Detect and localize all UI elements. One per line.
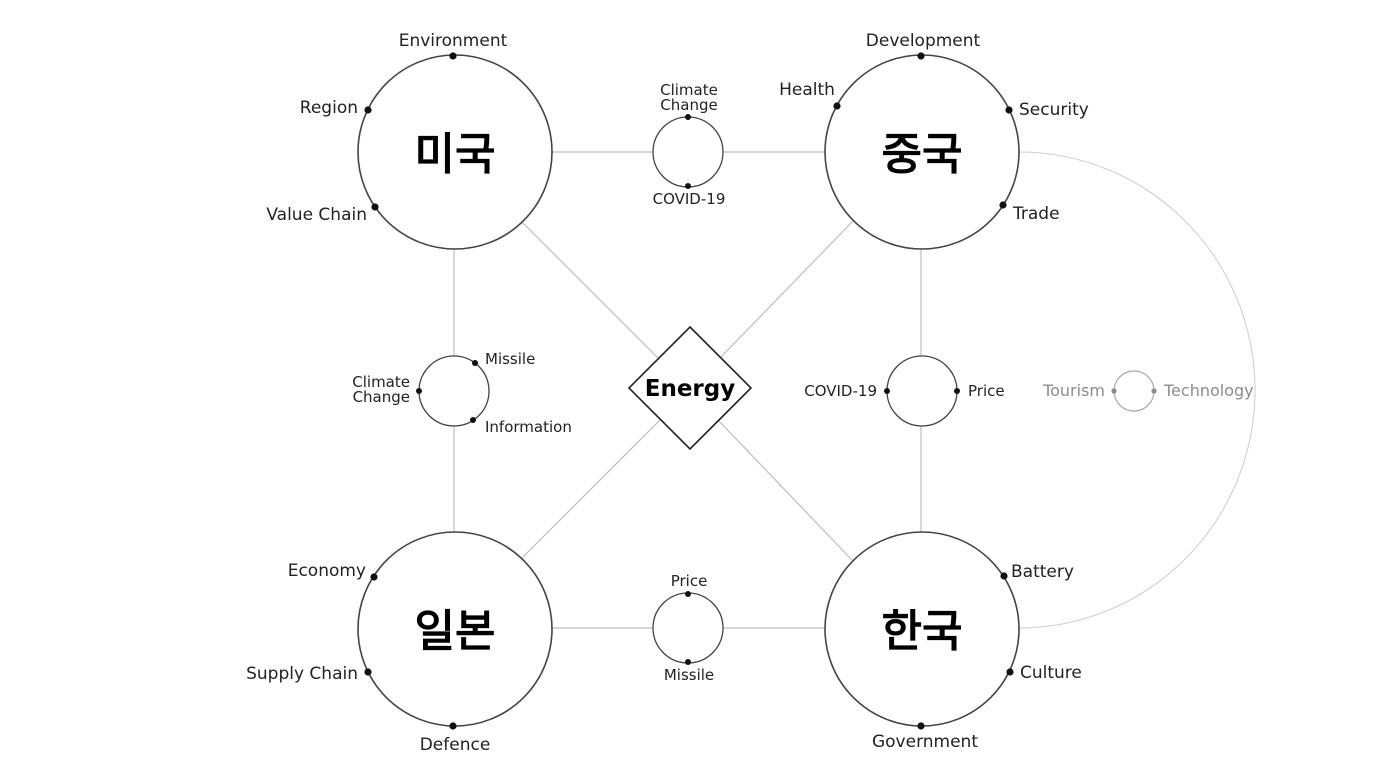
link-usa-china-dot bbox=[685, 114, 691, 120]
japan-name: 일본 bbox=[415, 606, 496, 657]
link-outer-dot bbox=[1151, 388, 1157, 394]
link-japan-korea-topic-price: Price bbox=[671, 572, 708, 590]
link-japan-korea-topic-missile: Missile bbox=[664, 666, 714, 684]
link-china-korea: COVID-19 Price bbox=[804, 355, 1005, 427]
usa-topic-value-chain: Value Chain bbox=[266, 205, 367, 225]
china-topic-trade: Trade bbox=[1012, 204, 1060, 224]
link-usa-japan-circle bbox=[418, 355, 490, 427]
usa-topic-environment: Environment bbox=[399, 31, 508, 51]
link-usa-japan-topic-missile: Missile bbox=[485, 350, 535, 368]
connectors bbox=[453, 151, 1256, 629]
korea-name: 한국 bbox=[882, 606, 963, 657]
link-usa-japan-dot bbox=[472, 360, 478, 366]
usa-topic-dot bbox=[449, 52, 457, 60]
connector-korea-energy bbox=[717, 419, 853, 561]
usa-topic-region: Region bbox=[300, 98, 358, 118]
korea-node: 한국 Battery Culture Government bbox=[824, 531, 1082, 752]
link-china-korea-circle bbox=[886, 355, 958, 427]
japan-node: 일본 Economy Supply Chain Defence bbox=[246, 531, 553, 755]
link-usa-china-topic-climate: Climate bbox=[660, 81, 718, 99]
link-japan-korea: Price Missile bbox=[652, 572, 724, 684]
usa-node: 미국 Environment Region Value Chain bbox=[266, 31, 553, 250]
japan-topic-dot bbox=[449, 722, 457, 730]
link-outer-topic-tourism: Tourism bbox=[1042, 381, 1105, 400]
link-usa-japan-topic-climate: Climate bbox=[352, 373, 410, 391]
china-topic-security: Security bbox=[1019, 100, 1089, 120]
china-topic-dot bbox=[999, 201, 1007, 209]
energy-label: Energy bbox=[645, 376, 735, 402]
link-usa-china: Climate Change COVID-19 bbox=[652, 81, 726, 208]
link-japan-korea-circle bbox=[652, 592, 724, 664]
korea-topic-culture: Culture bbox=[1020, 663, 1082, 683]
link-outer-topic-technology: Technology bbox=[1163, 381, 1254, 400]
japan-topic-dot bbox=[370, 573, 378, 581]
japan-topic-dot bbox=[364, 668, 372, 676]
link-china-korea-topic-price: Price bbox=[968, 382, 1005, 400]
korea-topic-dot bbox=[1000, 572, 1008, 580]
japan-topic-supply-chain: Supply Chain bbox=[246, 664, 358, 684]
usa-name: 미국 bbox=[415, 129, 496, 180]
china-node: 중국 Development Health Security Trade bbox=[779, 31, 1089, 250]
china-topic-dot bbox=[833, 102, 841, 110]
link-usa-china-topic-covid: COVID-19 bbox=[653, 190, 726, 208]
korea-topic-government: Government bbox=[872, 732, 978, 752]
link-usa-japan: Missile Climate Change Information bbox=[352, 350, 572, 436]
link-usa-china-circle bbox=[652, 116, 724, 188]
china-topic-health: Health bbox=[779, 80, 835, 100]
china-topic-dot bbox=[1005, 106, 1013, 114]
link-japan-korea-dot bbox=[685, 591, 691, 597]
link-usa-japan-dot bbox=[416, 388, 422, 394]
korea-topic-dot bbox=[917, 722, 925, 730]
link-usa-japan-dot bbox=[470, 417, 476, 423]
usa-topic-dot bbox=[371, 203, 379, 211]
link-usa-china-dot bbox=[685, 183, 691, 189]
japan-topic-defence: Defence bbox=[420, 735, 491, 755]
link-china-korea-dot bbox=[884, 388, 890, 394]
connector-japan-energy bbox=[521, 419, 661, 559]
link-china-korea-topic-covid: COVID-19 bbox=[804, 382, 877, 400]
usa-topic-dot bbox=[364, 106, 372, 114]
korea-topic-dot bbox=[1006, 668, 1014, 676]
connector-china-korea-outer-arc bbox=[1018, 151, 1256, 629]
korea-topic-battery: Battery bbox=[1011, 562, 1074, 582]
link-china-korea-dot bbox=[954, 388, 960, 394]
link-usa-japan-topic-information: Information bbox=[485, 418, 572, 436]
energy-node: Energy bbox=[627, 325, 753, 451]
link-usa-china-topic-change: Change bbox=[660, 96, 717, 114]
link-china-korea-outer: Tourism Technology bbox=[1042, 370, 1254, 412]
china-topic-dot bbox=[917, 52, 925, 60]
china-topic-development: Development bbox=[866, 31, 981, 51]
link-outer-dot bbox=[1111, 388, 1117, 394]
link-japan-korea-dot bbox=[685, 659, 691, 665]
japan-topic-economy: Economy bbox=[288, 561, 366, 581]
link-usa-japan-topic-change: Change bbox=[353, 388, 410, 406]
china-name: 중국 bbox=[882, 129, 963, 180]
link-outer-circle bbox=[1113, 370, 1155, 412]
energy-diamond bbox=[627, 325, 753, 451]
connector-usa-energy bbox=[521, 221, 659, 359]
connector-china-energy bbox=[719, 219, 855, 359]
